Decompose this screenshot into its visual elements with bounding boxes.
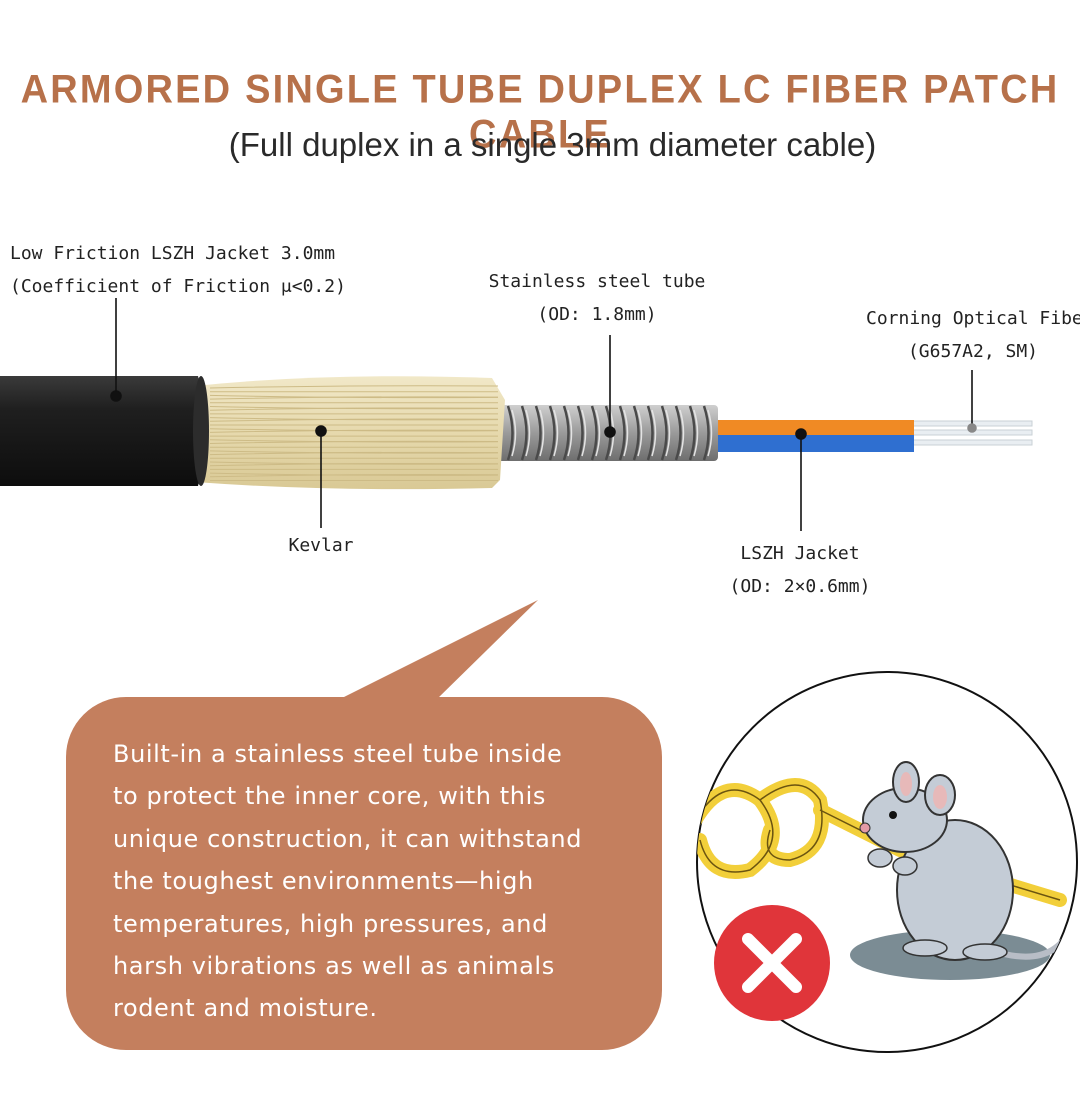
label-inner-jacket: LSZH Jacket (OD: 2×0.6mm): [729, 543, 871, 597]
label-outer-jacket: Low Friction LSZH Jacket 3.0mm (Coeffici…: [10, 243, 346, 297]
reject-x-icon: [714, 905, 830, 1021]
label-kevlar: Kevlar: [288, 535, 354, 556]
label-optical-fiber: Corning Optical Fiber (G657A2, SM): [866, 308, 1080, 362]
callout-text: Built-in a stainless steel tube inside t…: [113, 740, 583, 1023]
kevlar-fibers: [195, 376, 505, 490]
leader-lines: [110, 298, 977, 531]
outer-lszh-jacket: [0, 376, 209, 486]
label-steel-tube: Stainless steel tube (OD: 1.8mm): [488, 271, 706, 325]
lszh-inner-jacket: [700, 420, 914, 452]
page-title: ARMORED SINGLE TUBE DUPLEX LC FIBER PATC…: [20, 67, 1060, 158]
page-subtitle: (Full duplex in a single 3mm diameter ca…: [228, 126, 877, 163]
callout-bubble: [66, 600, 662, 1050]
